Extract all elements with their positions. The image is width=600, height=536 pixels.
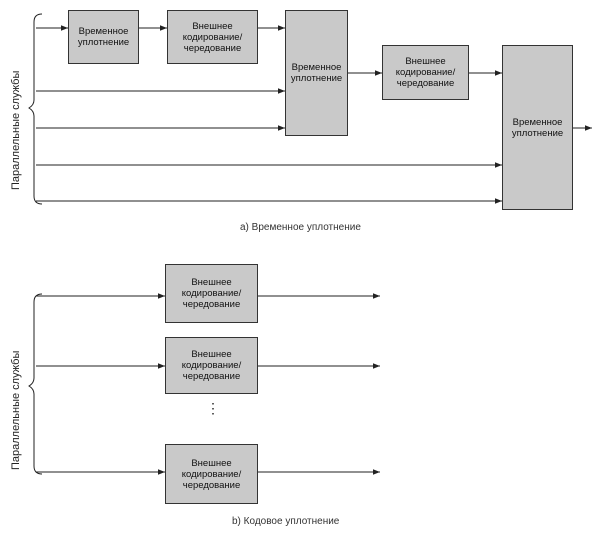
bottom-caption: b) Кодовое уплотнение — [232, 516, 340, 527]
top-caption: а) Временное уплотнение — [240, 222, 361, 233]
time-mux-box-1: Временное уплотнение — [68, 10, 139, 64]
bottom-brace — [28, 293, 43, 475]
outer-coding-box-a: Внешнее кодирование/ чередование — [165, 264, 258, 323]
ellipsis-dots: ⋮ — [206, 400, 220, 416]
outer-coding-box-b: Внешнее кодирование/ чередование — [165, 337, 258, 394]
outer-coding-box-2: Внешнее кодирование/ чередование — [382, 45, 469, 100]
bottom-side-label: Параллельные службы — [10, 350, 22, 470]
time-mux-box-2: Временное уплотнение — [285, 10, 348, 136]
outer-coding-box-c: Внешнее кодирование/ чередование — [165, 444, 258, 504]
top-side-label: Параллельные службы — [10, 70, 22, 190]
time-mux-box-3: Временное уплотнение — [502, 45, 573, 210]
top-brace — [28, 13, 43, 205]
outer-coding-box-1: Внешнее кодирование/ чередование — [167, 10, 258, 64]
